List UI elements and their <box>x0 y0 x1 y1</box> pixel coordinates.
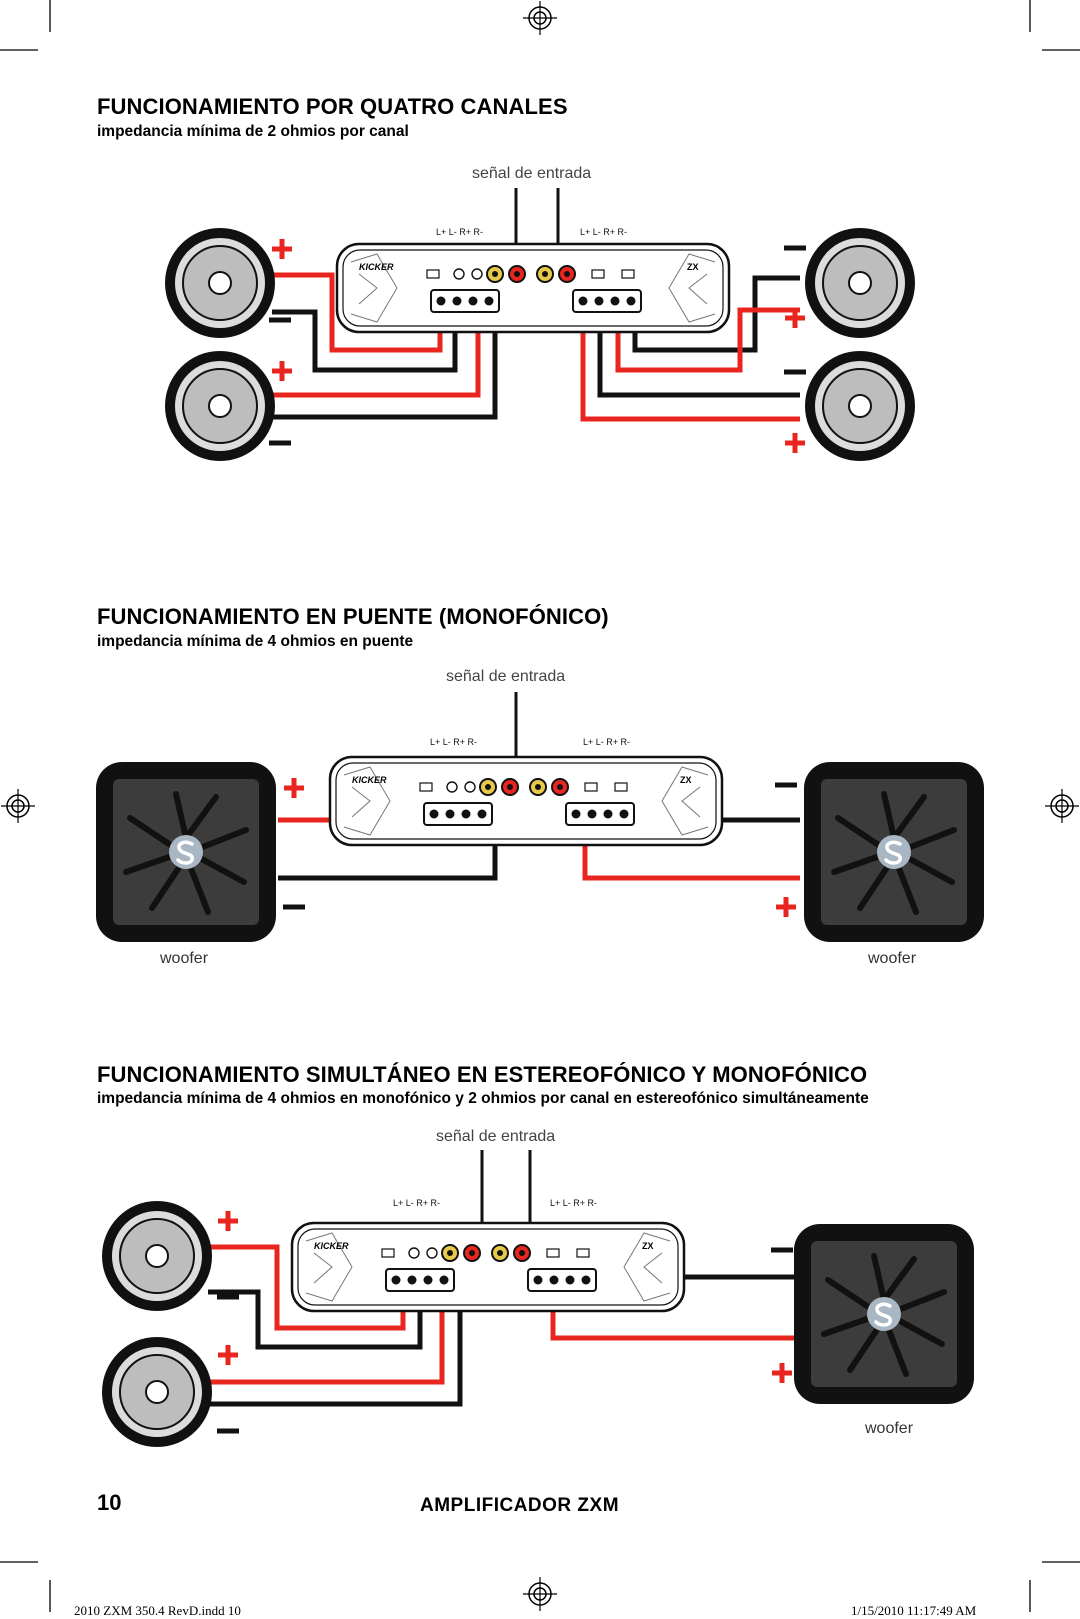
plus-sign-icon <box>272 239 292 259</box>
plus-sign-icon <box>218 1211 238 1231</box>
page-number: 10 <box>97 1490 122 1515</box>
terminal-labels-right: L+ L- R+ R- <box>580 227 628 237</box>
speaker-icon <box>804 227 916 339</box>
plus-sign-icon <box>772 1363 792 1383</box>
speaker-icon <box>804 350 916 462</box>
input-signal-label: señal de entrada <box>446 668 566 685</box>
minus-sign-icon <box>775 782 797 788</box>
minus-sign-icon <box>269 317 291 323</box>
section-subtitle-bridged: impedancia mínima de 4 ohmios en puente <box>97 633 414 650</box>
terminal-labels-right: L+ L- R+ R- <box>550 1198 598 1208</box>
section-subtitle-four-channel: impedancia mínima de 2 ohmios por canal <box>97 123 409 140</box>
speaker-icon <box>101 1336 213 1448</box>
registration-mark-icon <box>0 788 36 824</box>
woofer-label-right: woofer <box>868 950 917 967</box>
terminal-labels-left: L+ L- R+ R- <box>393 1198 441 1208</box>
plus-sign-icon <box>776 897 796 917</box>
subwoofer-icon <box>794 1224 974 1404</box>
date-slug: 1/15/2010 11:17:49 AM <box>851 1603 977 1618</box>
amplifier-icon <box>328 755 724 847</box>
terminal-labels-left: L+ L- R+ R- <box>430 737 478 747</box>
section-title-stereo-mono: FUNCIONAMIENTO SIMULTÁNEO EN ESTEREOFÓNI… <box>97 1062 868 1087</box>
terminal-labels-right: L+ L- R+ R- <box>583 737 631 747</box>
amplifier-icon <box>335 242 731 334</box>
plus-sign-icon <box>284 778 304 798</box>
stereo-mono-diagram <box>101 1150 974 1448</box>
section-title-four-channel: FUNCIONAMIENTO POR QUATRO CANALES <box>97 94 568 119</box>
four-channel-diagram <box>164 188 916 462</box>
plus-sign-icon <box>272 361 292 381</box>
amplifier-icon <box>290 1221 686 1313</box>
speaker-icon <box>164 227 276 339</box>
minus-sign-icon <box>784 369 806 375</box>
input-signal-label: señal de entrada <box>472 165 592 182</box>
section-subtitle-stereo-mono: impedancia mínima de 4 ohmios en monofón… <box>97 1090 869 1107</box>
minus-sign-icon <box>784 245 806 251</box>
minus-sign-icon <box>217 1294 239 1300</box>
woofer-label-right: woofer <box>865 1420 914 1437</box>
woofer-label-left: woofer <box>160 950 209 967</box>
registration-mark-icon <box>522 1576 558 1612</box>
terminal-labels-left: L+ L- R+ R- <box>436 227 484 237</box>
subwoofer-icon <box>96 762 276 942</box>
file-slug: 2010 ZXM 350.4 RevD.indd 10 <box>74 1603 241 1618</box>
minus-sign-icon <box>771 1247 793 1253</box>
minus-sign-icon <box>283 904 305 910</box>
minus-sign-icon <box>269 440 291 446</box>
speaker-icon <box>101 1200 213 1312</box>
footer-title: AMPLIFICADOR ZXM <box>420 1495 620 1516</box>
speaker-icon <box>164 350 276 462</box>
section-title-bridged: FUNCIONAMIENTO EN PUENTE (MONOFÓNICO) <box>97 604 609 629</box>
bridged-mono-diagram <box>96 692 984 942</box>
registration-mark-icon <box>522 0 558 36</box>
plus-sign-icon <box>218 1345 238 1365</box>
input-signal-label: señal de entrada <box>436 1128 556 1145</box>
plus-sign-icon <box>785 433 805 453</box>
minus-sign-icon <box>217 1428 239 1434</box>
registration-mark-icon <box>1044 788 1080 824</box>
subwoofer-icon <box>804 762 984 942</box>
